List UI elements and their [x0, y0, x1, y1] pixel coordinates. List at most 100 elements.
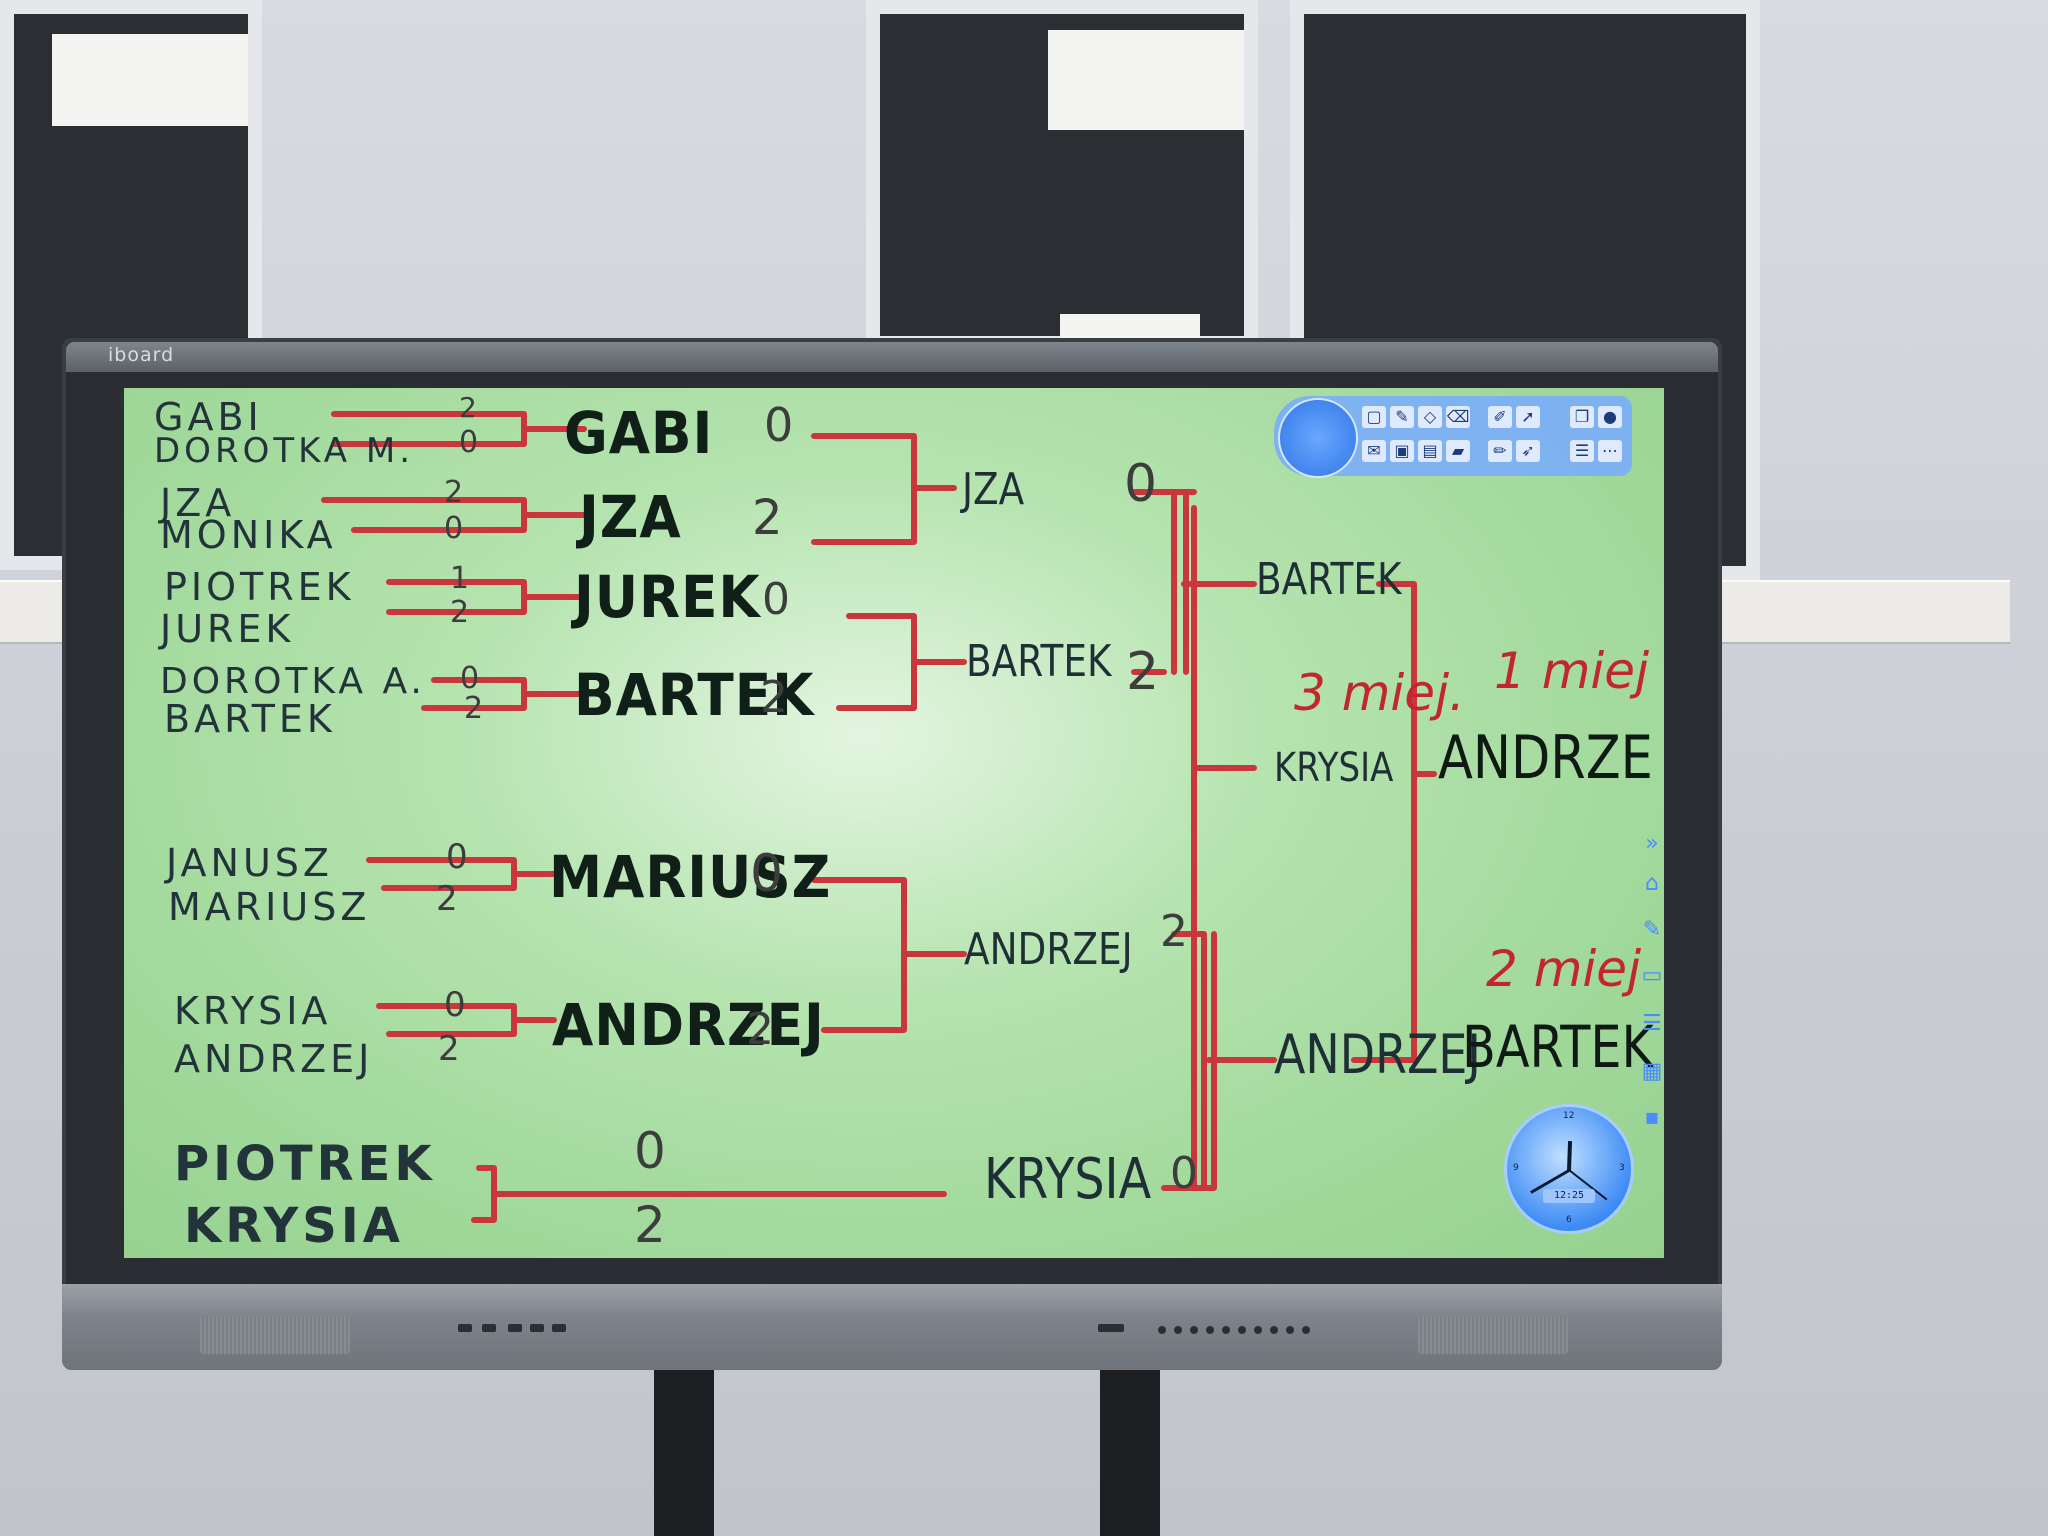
grid-icon[interactable]: ▦ — [1641, 1059, 1663, 1084]
r2-score: 2 — [746, 1004, 774, 1055]
r1-name: JANUSZ — [166, 841, 333, 885]
page-icon[interactable]: ▢ — [1362, 406, 1386, 428]
r1-score: 0 — [444, 511, 464, 546]
whiteboard-toolbar[interactable]: ▢ ✎ ◇ ⌫ ✐ ➚ ❐ ● ✉ ▣ ▤ ▰ ✏ ➶ ☰ ⋯ — [1274, 396, 1632, 478]
r1-score: 2 — [436, 879, 458, 919]
usb-port[interactable] — [458, 1324, 472, 1332]
bracket-lines — [321, 411, 1437, 1223]
r2-score: 2 — [760, 672, 788, 723]
eraser-icon[interactable]: ⌫ — [1446, 406, 1470, 428]
usb-port[interactable] — [508, 1324, 522, 1332]
r3-score: 2 — [1126, 642, 1160, 702]
pointer-icon[interactable]: ➚ — [1516, 406, 1540, 428]
briefcase-icon[interactable]: ▣ — [1390, 440, 1414, 462]
r1-score: 2 — [459, 391, 477, 424]
control-button[interactable] — [1238, 1326, 1246, 1334]
third-place-label: 3 miej. — [1294, 664, 1465, 722]
r1-name: JUREK — [160, 607, 295, 651]
r4-name: KRYSIA — [1274, 745, 1394, 791]
ir-sensor — [1098, 1324, 1124, 1332]
clock-widget[interactable]: 12 3 6 9 12:25 — [1504, 1104, 1634, 1234]
move-icon[interactable] — [1278, 398, 1358, 478]
ceiling-light — [52, 34, 248, 126]
r1-name: KRYSIA — [174, 989, 332, 1033]
r1-score: 0 — [444, 985, 466, 1025]
r3-score: 0 — [1124, 454, 1158, 514]
control-button[interactable] — [1158, 1326, 1166, 1334]
r1-score: 0 — [459, 425, 479, 460]
lock-icon[interactable]: ▪ — [1644, 1105, 1660, 1130]
grid-icon[interactable]: ⋯ — [1598, 440, 1622, 462]
r2-score: 2 — [752, 490, 783, 546]
list-icon[interactable]: ☰ — [1642, 1011, 1662, 1036]
control-button[interactable] — [1222, 1326, 1230, 1334]
pen-icon[interactable]: ✎ — [1642, 917, 1662, 942]
r1-name: PIOTREK — [174, 1136, 436, 1192]
r2-score: 0 — [750, 844, 784, 904]
r2-name: MARIUSZ — [549, 843, 832, 911]
r1-score: 2 — [438, 1029, 460, 1069]
speaker-grille — [1418, 1316, 1568, 1354]
r1-score: 1 — [450, 561, 470, 596]
r2-name: ANDRZEJ — [552, 991, 825, 1059]
r1-name: GABI — [154, 395, 263, 439]
control-button[interactable] — [1286, 1326, 1294, 1334]
screen-icon[interactable]: ▭ — [1641, 963, 1663, 988]
control-button[interactable] — [1190, 1326, 1198, 1334]
hdmi-port[interactable] — [482, 1324, 496, 1332]
r1-score: 0 — [634, 1122, 666, 1180]
usb-port[interactable] — [552, 1324, 566, 1332]
color-icon[interactable]: ● — [1598, 406, 1622, 428]
r1-score: 0 — [460, 661, 480, 696]
r1-score: 0 — [446, 837, 468, 877]
r2-name: GABI — [564, 399, 714, 467]
pen-icon[interactable]: ✎ — [1390, 406, 1414, 428]
clock-number: 9 — [1513, 1163, 1519, 1173]
control-button[interactable] — [1174, 1326, 1182, 1334]
r3-name: BARTEK — [966, 636, 1112, 687]
interactive-display: iboard — [62, 338, 1722, 1370]
r1-score: 2 — [634, 1196, 666, 1254]
stand-leg-right — [1100, 1360, 1160, 1536]
second-place-label: 2 miej — [1486, 940, 1641, 998]
highlighter-icon[interactable]: ✐ — [1488, 406, 1512, 428]
clock-number: 6 — [1566, 1215, 1572, 1225]
second-place-name: BARTEK — [1462, 1013, 1654, 1081]
home-icon[interactable]: ⌂ — [1645, 871, 1659, 896]
whiteboard-canvas[interactable]: GABI DOROTKA M. JZA MONIKA PIOTREK JUREK… — [124, 388, 1664, 1258]
select-icon[interactable]: ➶ — [1516, 440, 1540, 462]
control-button[interactable] — [1254, 1326, 1262, 1334]
stand-leg-left — [654, 1360, 714, 1536]
document-icon[interactable]: ▤ — [1418, 440, 1442, 462]
expand-icon[interactable]: » — [1645, 831, 1659, 856]
r1-name: PIOTREK — [164, 565, 355, 609]
usb-port[interactable] — [530, 1324, 544, 1332]
clock-number: 3 — [1619, 1163, 1625, 1173]
r1-score: 2 — [444, 475, 464, 510]
r1-name: ANDRZEJ — [174, 1037, 374, 1081]
r3-name: ANDRZEJ — [964, 924, 1133, 975]
r3-name: KRYSIA — [984, 1147, 1152, 1212]
r1-name: KRYSIA — [184, 1198, 404, 1254]
folder-icon[interactable]: ▰ — [1446, 440, 1470, 462]
display-top-bezel: iboard — [66, 342, 1718, 372]
control-button[interactable] — [1270, 1326, 1278, 1334]
r1-name: MARIUSZ — [168, 885, 371, 929]
display-bottom-bezel — [62, 1284, 1722, 1370]
r1-score: 2 — [464, 691, 484, 726]
r1-name: MONIKA — [160, 513, 337, 557]
shape-icon[interactable]: ◇ — [1418, 406, 1442, 428]
menu-icon[interactable]: ☰ — [1570, 440, 1594, 462]
speaker-grille — [200, 1316, 350, 1354]
ceiling-light — [1048, 30, 1244, 130]
control-button[interactable] — [1206, 1326, 1214, 1334]
ceiling-light — [1060, 314, 1200, 338]
clock-number: 12 — [1563, 1111, 1575, 1121]
mail-icon[interactable]: ✉ — [1362, 440, 1386, 462]
first-place-label: 1 miej — [1494, 642, 1649, 700]
marker-icon[interactable]: ✏ — [1488, 440, 1512, 462]
copy-icon[interactable]: ❐ — [1570, 406, 1594, 428]
power-button[interactable] — [1302, 1326, 1310, 1334]
r1-score: 2 — [450, 595, 470, 630]
r1-name: DOROTKA M. — [154, 431, 415, 471]
